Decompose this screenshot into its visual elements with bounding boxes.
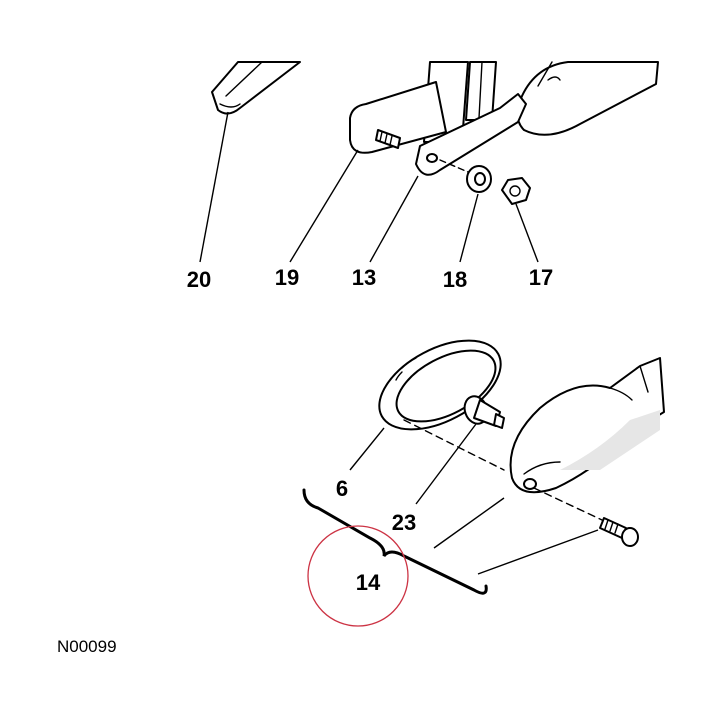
part-17-nut [501,177,531,205]
callout-20: 20 [187,267,211,292]
part-20-arm [211,61,301,115]
part-6-lens [378,339,502,431]
right-support-arm [516,61,659,136]
callout-13: 13 [352,265,376,290]
highlight-circle [307,525,409,627]
assembly-brace [302,488,488,595]
indicator-housing [509,357,665,494]
indicator-screw [599,517,639,547]
leader-lines-lower [349,423,599,575]
callout-19: 19 [275,265,299,290]
callout-18: 18 [443,267,467,292]
leader-lines-upper [199,111,539,263]
part-19-bracket [349,81,447,154]
part-13-bracket [415,93,527,176]
callout-6: 6 [336,476,348,501]
reference-code: N00099 [57,637,117,656]
callout-14: 14 [356,570,381,595]
callout-23: 23 [392,510,416,535]
part-23-bulb [463,395,505,429]
part-18-washer [466,165,492,193]
callout-17: 17 [529,265,553,290]
